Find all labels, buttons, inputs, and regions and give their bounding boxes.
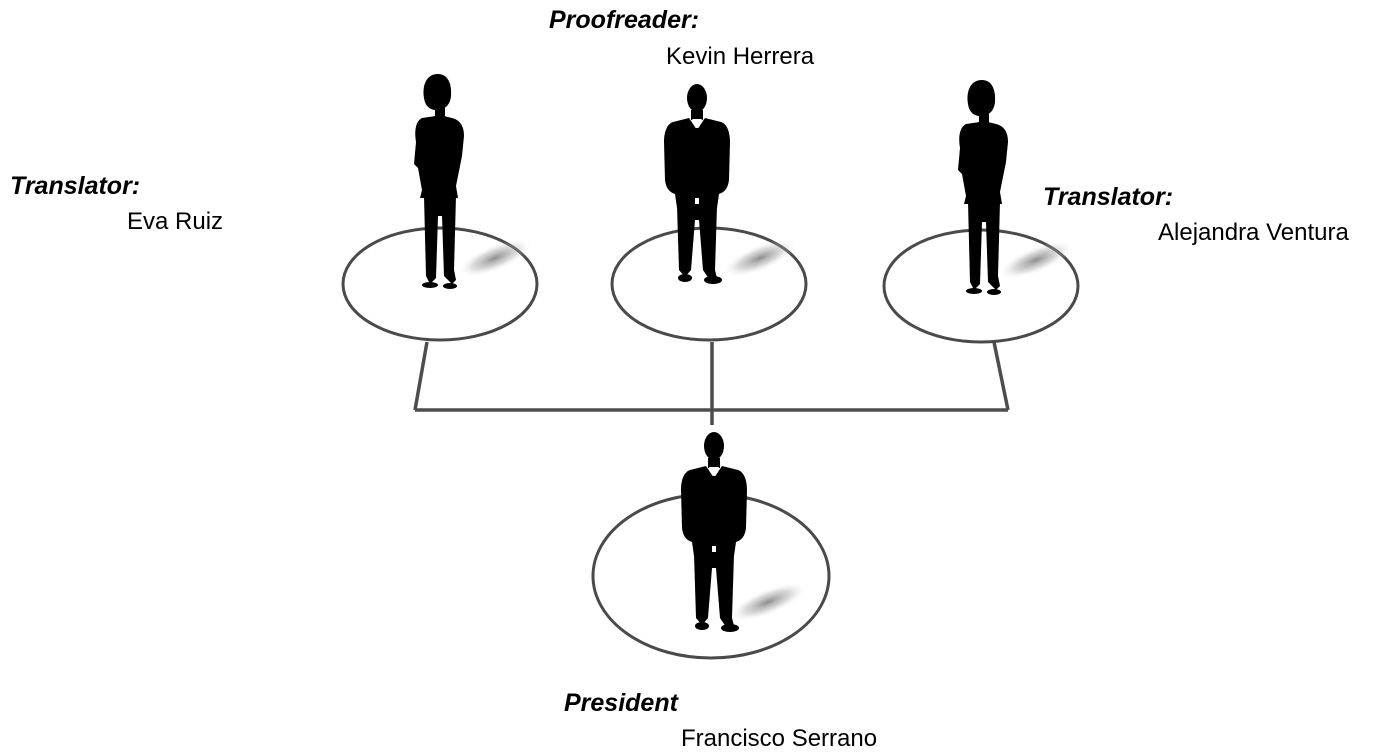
translator-right-role-label: Translator: [1043,183,1174,211]
translator-right-name: Alejandra Ventura [1158,219,1349,246]
translator-left-role-label: Translator: [10,172,141,200]
president-role-label: President [564,689,678,717]
connector-lines [413,341,1010,425]
translator-left-name: Eva Ruiz [127,208,224,235]
platform-translator-left [341,226,539,342]
proofreader-role-label: Proofreader: [549,6,700,34]
president-name: Francisco Serrano [681,725,878,752]
proofreader-name: Kevin Herrera [666,43,815,70]
